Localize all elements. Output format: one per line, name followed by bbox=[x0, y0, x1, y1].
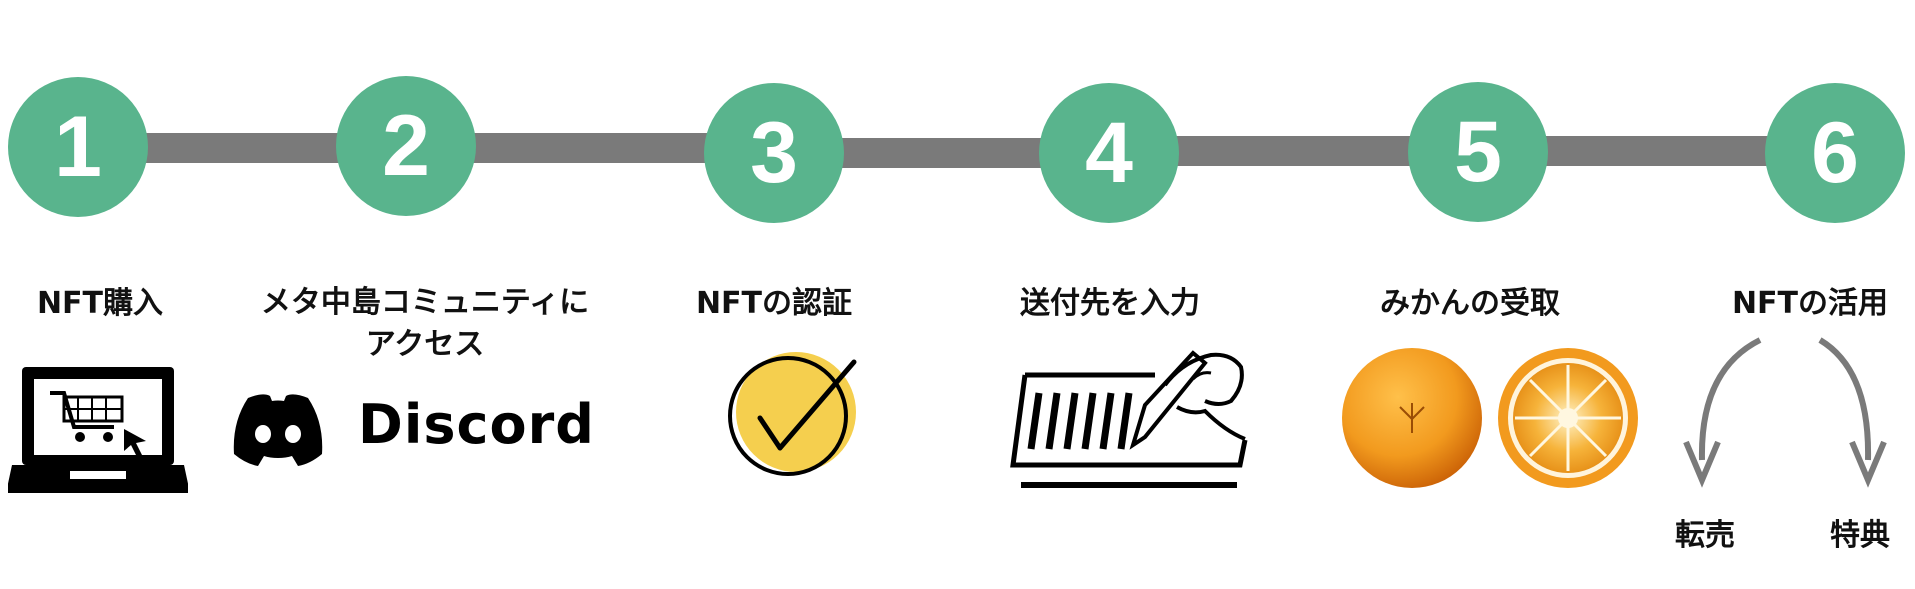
step-1-circle: 1 bbox=[8, 77, 148, 217]
laptop-cart-icon bbox=[8, 367, 188, 493]
connector-3-4 bbox=[840, 138, 1045, 168]
branch-label-benefit: 特典 bbox=[1830, 518, 1890, 553]
connector-2-3 bbox=[470, 133, 710, 163]
branch-label-resale: 転売 bbox=[1675, 518, 1735, 553]
orange-icon bbox=[1342, 348, 1638, 488]
step-4-label: 送付先を入力 bbox=[1020, 286, 1200, 321]
hand-writing-icon bbox=[1010, 350, 1248, 488]
branch-arrows-icon bbox=[1683, 337, 1887, 488]
step-5-label: みかんの受取 bbox=[1380, 286, 1560, 321]
step-2-circle: 2 bbox=[336, 76, 476, 216]
step-6-circle: 6 bbox=[1765, 83, 1905, 223]
step-4-circle: 4 bbox=[1039, 83, 1179, 223]
step-6-label: NFTの活用 bbox=[1731, 286, 1889, 321]
connector-1-2 bbox=[145, 133, 340, 163]
step-5-circle: 5 bbox=[1408, 82, 1548, 222]
connector-4-5 bbox=[1175, 136, 1415, 166]
step-1-label: NFT購入 bbox=[36, 286, 164, 321]
step-3-label: NFTの認証 bbox=[695, 286, 853, 321]
step-3-circle: 3 bbox=[704, 83, 844, 223]
discord-wordmark: Discord bbox=[358, 393, 595, 456]
step-2-label: メタ中島コミュニティに アクセス bbox=[225, 282, 625, 366]
step-2-label-line2: アクセス bbox=[365, 327, 485, 362]
discord-logo bbox=[233, 394, 323, 466]
connector-5-6 bbox=[1545, 136, 1770, 166]
check-icon bbox=[728, 352, 857, 476]
step-2-label-line1: メタ中島コミュニティに bbox=[260, 285, 590, 320]
